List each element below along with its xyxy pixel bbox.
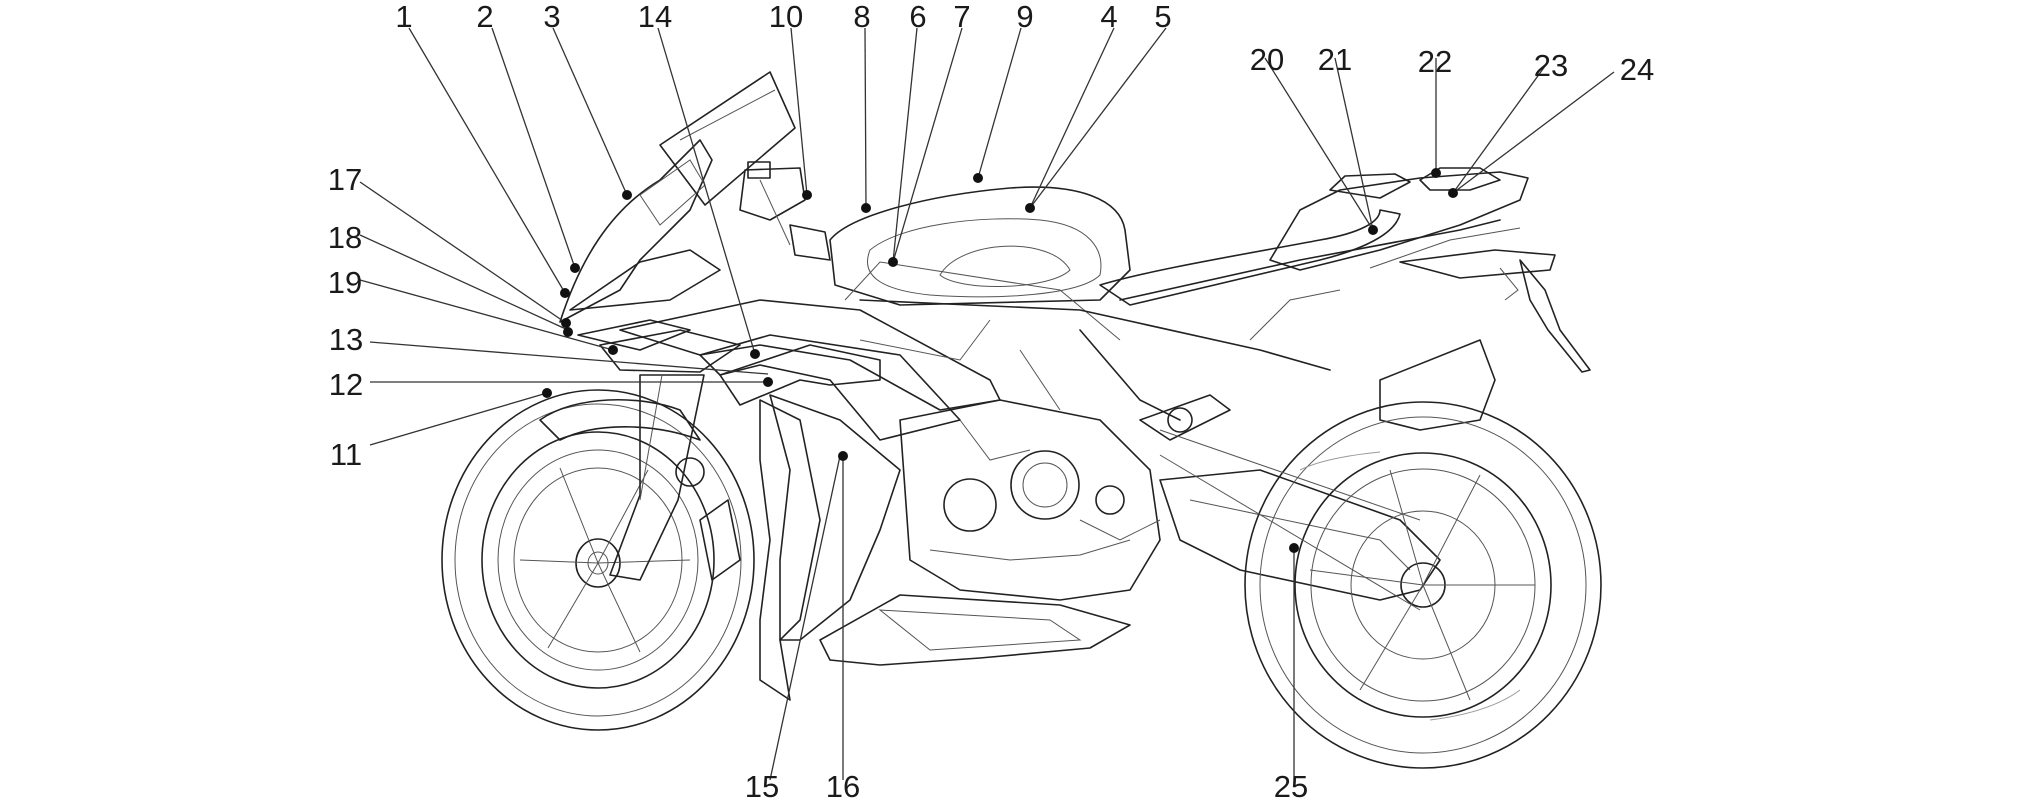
front-fairing xyxy=(559,139,741,373)
callout-6: 6 xyxy=(909,0,926,34)
callout-5: 5 xyxy=(1154,0,1171,34)
rider-seat xyxy=(1099,209,1401,306)
dot-6-7 xyxy=(888,257,898,267)
callout-numbers: 1 2 3 4 5 6 7 8 9 10 11 12 13 14 15 16 1… xyxy=(328,0,1654,800)
callout-18: 18 xyxy=(328,220,362,255)
side-fairing xyxy=(619,261,1121,701)
belly-pan xyxy=(819,594,1131,666)
frame xyxy=(859,219,1501,421)
callout-22: 22 xyxy=(1418,44,1452,79)
dot-10 xyxy=(802,190,812,200)
callout-9: 9 xyxy=(1016,0,1033,34)
front-wheel xyxy=(441,389,755,731)
motorcycle-drawing xyxy=(441,71,1602,769)
front-fork xyxy=(609,374,741,581)
leader-lines xyxy=(359,27,1615,781)
tail-fairing xyxy=(1269,167,1591,373)
dot-20-21 xyxy=(1368,225,1378,235)
front-mudguard xyxy=(539,398,701,441)
callout-8: 8 xyxy=(853,0,870,34)
swingarm xyxy=(1159,469,1441,601)
fuel-tank xyxy=(829,186,1131,306)
exhaust xyxy=(1379,339,1496,431)
callout-23: 23 xyxy=(1534,48,1568,83)
callout-20: 20 xyxy=(1250,42,1284,77)
callout-11: 11 xyxy=(330,437,362,472)
dot-14 xyxy=(750,349,760,359)
callout-19: 19 xyxy=(328,265,362,300)
callout-12: 12 xyxy=(329,367,363,402)
dot-19 xyxy=(608,345,618,355)
footrest xyxy=(1079,394,1231,541)
callout-15: 15 xyxy=(745,769,779,800)
dot-25 xyxy=(1289,543,1299,553)
dot-1 xyxy=(560,288,570,298)
dot-17 xyxy=(561,318,571,328)
callout-16: 16 xyxy=(826,769,860,800)
callout-25: 25 xyxy=(1274,769,1308,800)
callout-4: 4 xyxy=(1100,0,1117,34)
handlebar xyxy=(739,161,831,261)
dot-15-16 xyxy=(838,451,848,461)
chain xyxy=(1159,429,1421,611)
dot-22 xyxy=(1431,168,1441,178)
callout-24: 24 xyxy=(1620,52,1654,87)
callout-17: 17 xyxy=(328,162,362,197)
callout-3: 3 xyxy=(543,0,560,34)
engine xyxy=(899,399,1161,601)
callout-1: 1 xyxy=(395,0,412,34)
dot-23-24 xyxy=(1448,188,1458,198)
dot-9 xyxy=(973,173,983,183)
callout-dots xyxy=(542,168,1458,553)
callout-7: 7 xyxy=(953,0,970,34)
dot-4-5 xyxy=(1025,203,1035,213)
callout-14: 14 xyxy=(638,0,672,34)
callout-13: 13 xyxy=(329,322,363,357)
callout-10: 10 xyxy=(769,0,803,34)
dot-11 xyxy=(542,388,552,398)
dot-18 xyxy=(563,327,573,337)
callout-2: 2 xyxy=(476,0,493,34)
dot-3 xyxy=(622,190,632,200)
callout-21: 21 xyxy=(1318,42,1352,77)
dot-8 xyxy=(861,203,871,213)
dot-12 xyxy=(763,377,773,387)
windscreen xyxy=(659,71,796,206)
rear-wheel xyxy=(1244,401,1602,769)
dot-2 xyxy=(570,263,580,273)
